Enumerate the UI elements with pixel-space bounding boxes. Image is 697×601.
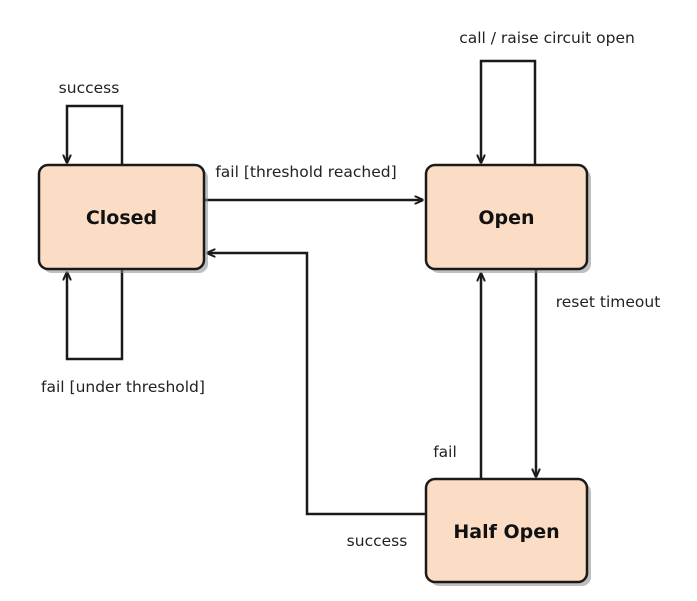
edge-open-self-loop [481,59,537,165]
state-half-open: Half Open [424,477,591,586]
state-open: Open [424,163,591,273]
label-half-open-to-closed: success [347,532,408,550]
label-open-self: call / raise circuit open [459,29,635,47]
state-closed: Closed [37,163,208,273]
label-closed-under-threshold: fail [under threshold] [41,378,205,396]
label-open-to-half-open: reset timeout [556,293,661,311]
state-half-open-box [424,477,589,584]
state-closed-label: Closed [86,207,157,229]
label-closed-success: success [59,79,120,97]
state-open-box [424,163,589,271]
state-open-label: Open [478,207,534,229]
state-half-open-label: Half Open [453,521,559,543]
edge-closed-success-loop [67,104,124,165]
state-closed-box [37,163,206,271]
edge-closed-under-threshold-loop [67,270,124,361]
edge-half-open-to-closed [207,253,427,516]
label-half-open-to-open: fail [433,443,457,461]
label-closed-to-open: fail [threshold reached] [215,163,396,181]
